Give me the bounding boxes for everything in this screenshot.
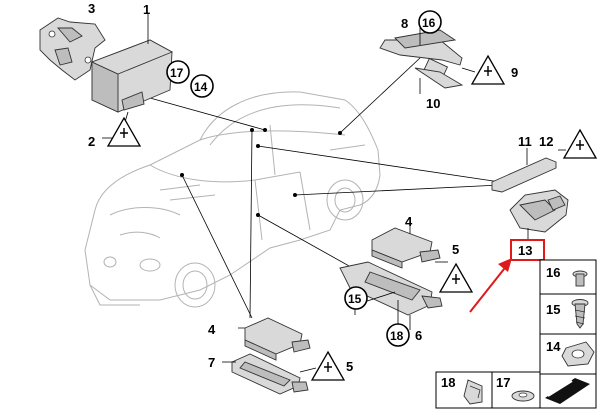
part-module-4-lower[interactable] xyxy=(244,317,311,361)
callout-15: 15 xyxy=(348,292,362,306)
part-antenna-8[interactable] xyxy=(379,28,476,94)
callout-6: 6 xyxy=(415,328,422,343)
legend-label-17: 17 xyxy=(496,375,510,390)
callout-13: 13 xyxy=(518,243,532,258)
warning-triangle-icon xyxy=(562,128,598,159)
clip-18-icon xyxy=(463,379,483,405)
callout-11: 11 xyxy=(518,134,532,149)
callout-10: 10 xyxy=(426,96,440,111)
callout-4-upper: 4 xyxy=(405,214,413,229)
warning-triangle-icon xyxy=(106,116,142,147)
washer-17-icon xyxy=(511,390,535,402)
callout-7: 7 xyxy=(208,355,215,370)
part-antenna-11[interactable] xyxy=(491,148,566,193)
warning-triangle-icon xyxy=(438,262,474,293)
part-control-unit-1[interactable] xyxy=(90,14,174,113)
direction-arrow-icon xyxy=(545,378,590,404)
part-bracket-3[interactable] xyxy=(39,17,106,81)
warning-triangle-icon xyxy=(470,54,506,85)
car-outline xyxy=(84,91,381,308)
callout-16: 16 xyxy=(422,16,436,30)
leader-dots xyxy=(180,128,342,217)
screw-15-icon xyxy=(571,299,589,329)
callout-14: 14 xyxy=(194,80,208,94)
legend-label-14: 14 xyxy=(546,339,561,354)
nut-14-icon xyxy=(561,341,595,367)
screw-16-icon xyxy=(572,270,588,287)
callout-4-lower: 4 xyxy=(208,322,216,337)
callout-3: 3 xyxy=(88,1,95,16)
legend-label-18: 18 xyxy=(441,375,455,390)
callout-12: 12 xyxy=(539,134,553,149)
part-holder-7[interactable] xyxy=(222,353,317,395)
callout-2: 2 xyxy=(88,134,95,149)
part-module-6[interactable] xyxy=(339,261,448,330)
callout-5-upper: 5 xyxy=(452,242,459,257)
callout-18: 18 xyxy=(390,329,404,343)
callout-8: 8 xyxy=(401,16,408,31)
legend-label-16: 16 xyxy=(546,265,560,280)
callout-17: 17 xyxy=(170,66,184,80)
part-module-4-upper[interactable] xyxy=(371,226,441,269)
highlight-box xyxy=(510,239,545,261)
callout-1: 1 xyxy=(143,2,150,17)
red-arrow-icon xyxy=(469,258,512,313)
part-antenna-base-13[interactable] xyxy=(509,189,569,240)
callout-9: 9 xyxy=(511,65,518,80)
callout-5-lower: 5 xyxy=(346,359,353,374)
legend-label-15: 15 xyxy=(546,302,560,317)
warning-triangle-icon xyxy=(310,350,346,381)
